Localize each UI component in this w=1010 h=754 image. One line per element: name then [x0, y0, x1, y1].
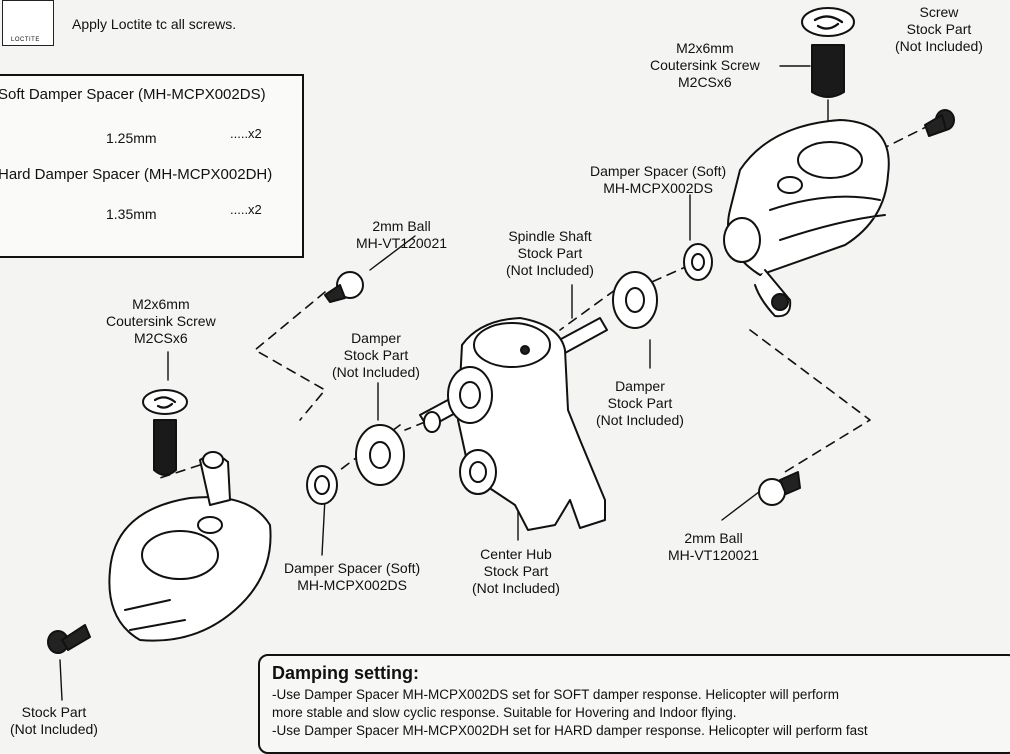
- ball-2mm-top: [324, 271, 364, 303]
- blade-grip-left: [108, 451, 272, 642]
- loctite-tag: LOCTITE: [11, 37, 40, 43]
- loctite-note: Apply Loctite tc all screws.: [72, 16, 237, 32]
- soft-spacer-qty: .....x2: [230, 126, 262, 141]
- blade-grip-right: [723, 119, 890, 318]
- countersink-screw-top: [801, 7, 855, 98]
- damping-line-1: -Use Damper Spacer MH-MCPX002DS set for …: [272, 687, 839, 702]
- center-hub: [447, 317, 606, 531]
- damper-right: [612, 271, 658, 329]
- damper-spacer-soft-bottom: [306, 465, 338, 505]
- soft-spacer-size: 1.25mm: [106, 130, 157, 146]
- damping-title: Damping setting:: [272, 663, 419, 683]
- damping-line-3: -Use Damper Spacer MH-MCPX002DH set for …: [272, 723, 868, 738]
- label-stock-part-bottom-left: Stock Part(Not Included): [10, 704, 98, 737]
- damper-spacer-soft-top: [683, 243, 713, 281]
- ball-2mm-bottom: [758, 471, 801, 506]
- hard-spacer-size: 1.35mm: [106, 206, 157, 222]
- screw-bottom-left: [47, 624, 91, 654]
- damper-left: [355, 424, 405, 486]
- label-damper-spacer-soft-top: Damper Spacer (Soft)MH-MCPX002DS: [590, 163, 727, 196]
- hard-spacer-qty: .....x2: [230, 202, 262, 217]
- label-damper-spacer-soft-bottom: Damper Spacer (Soft)MH-MCPX002DS: [284, 560, 421, 593]
- loctite-icon-frame: LOCTITE: [2, 0, 54, 46]
- damping-setting-box: Damping setting: -Use Damper Spacer MH-M…: [258, 654, 1010, 754]
- spacer-options-box: Soft Damper Spacer (MH-MCPX002DS) 1.25mm…: [0, 74, 304, 258]
- soft-spacer-title: Soft Damper Spacer (MH-MCPX002DS): [0, 86, 266, 103]
- screw-top-right: [924, 109, 955, 137]
- damping-line-2: more stable and slow cyclic response. Su…: [272, 705, 737, 720]
- countersink-screw-left: [142, 389, 188, 476]
- hard-spacer-title: Hard Damper Spacer (MH-MCPX002DH): [0, 166, 273, 183]
